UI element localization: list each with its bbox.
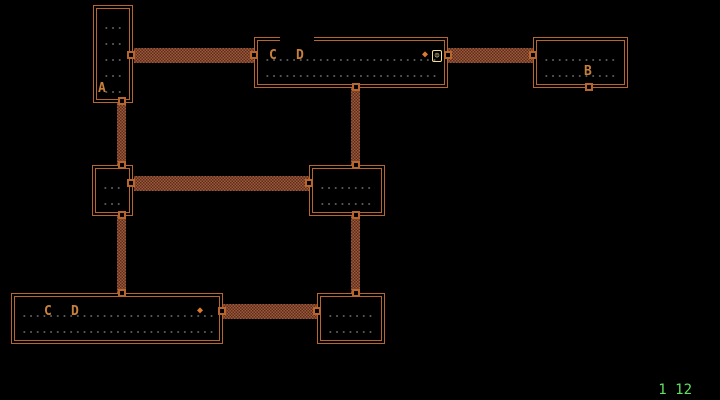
room [533,37,628,88]
room [254,37,448,88]
door [218,307,226,315]
room [92,165,133,216]
door [352,161,360,169]
door [352,83,360,91]
door [118,97,126,105]
corridor [117,102,126,165]
monster-d: D [71,304,79,319]
corridor [447,48,533,63]
door [305,179,313,187]
door [118,289,126,297]
corridor [134,176,309,191]
door [352,211,360,219]
door [118,211,126,219]
monster-d: D [296,48,304,63]
corridor [134,48,254,63]
player-icon: ☺ [432,50,442,62]
monster-a: A [98,81,106,96]
monster-c: C [44,304,52,319]
corridor [351,87,360,165]
monster-c: C [269,48,277,63]
door [352,289,360,297]
door [118,161,126,169]
status-level: 1 [658,382,667,398]
room [309,165,385,216]
door [313,307,321,315]
status-value: 12 [675,382,692,398]
status-line: 1 12 [658,382,692,398]
corridor [351,215,360,293]
room [317,293,385,344]
door [127,51,135,59]
room [11,293,223,344]
door [444,51,452,59]
corridor [117,215,126,293]
item-diamond: ◆ [197,305,204,316]
corridor [222,304,317,319]
door [529,51,537,59]
door [250,51,258,59]
door [585,83,593,91]
item-diamond: ◆ [422,49,429,60]
door [127,179,135,187]
monster-b: B [584,64,592,79]
